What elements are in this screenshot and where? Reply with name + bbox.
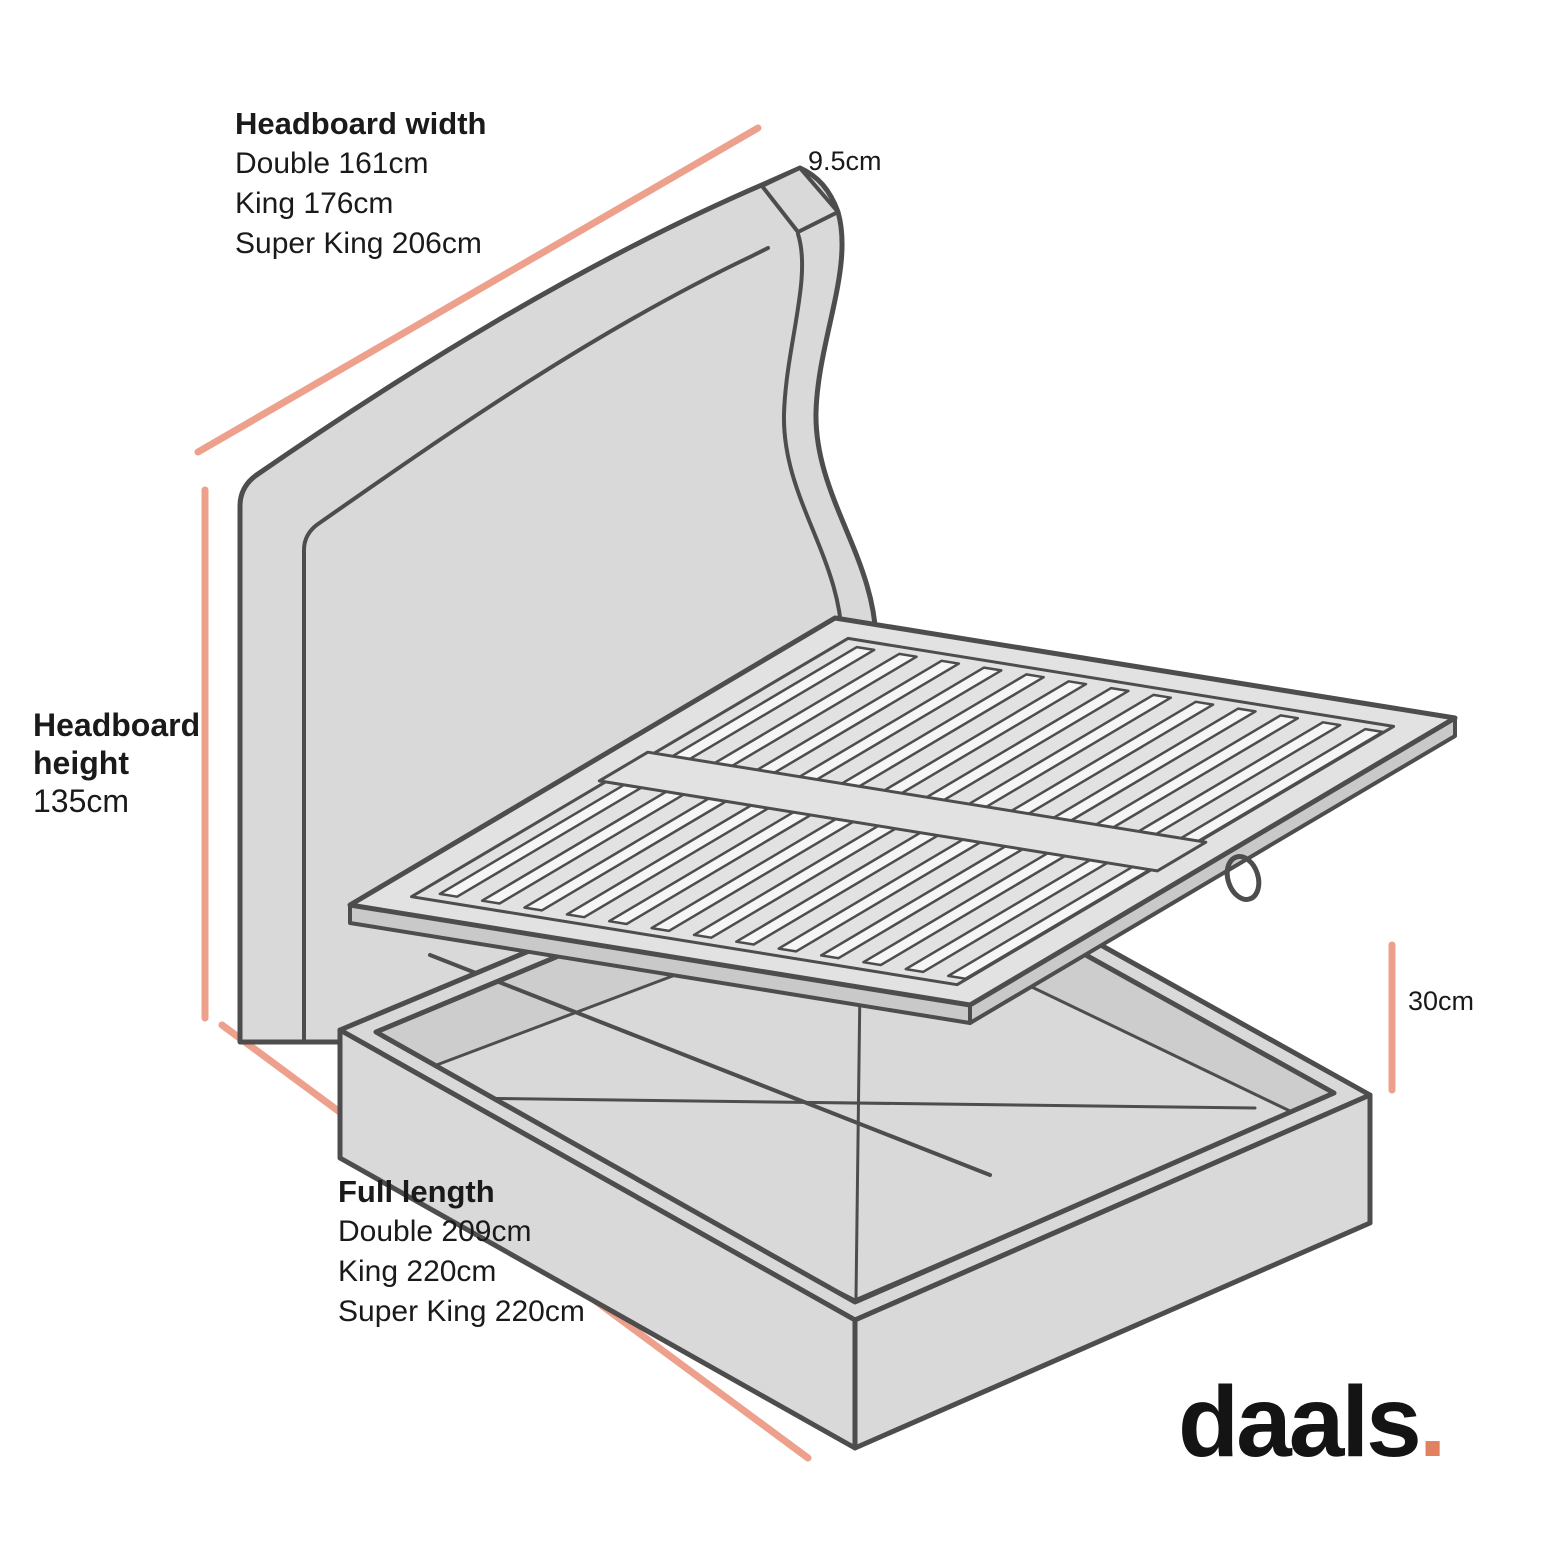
headboard-thickness-label: 9.5cm bbox=[808, 146, 882, 176]
slatted-base-lid bbox=[347, 615, 1458, 1025]
headboard-height-value: 135cm bbox=[33, 783, 130, 819]
headboard-width-super-king: Super King 206cm bbox=[235, 227, 482, 260]
brand-logo-dot: . bbox=[1418, 1366, 1447, 1478]
storage-box-right-face bbox=[852, 1092, 1373, 1451]
full-length-title: Full length bbox=[338, 1174, 495, 1209]
full-length-super-king: Super King 220cm bbox=[338, 1295, 585, 1328]
lid-center-rail bbox=[597, 750, 1208, 873]
brand-logo: daals. bbox=[1178, 1372, 1446, 1472]
storage-box-cross-brace bbox=[453, 1096, 1257, 1110]
full-length-double: Double 209cm bbox=[338, 1215, 532, 1248]
headboard-height-annotation: Headboard height 135cm bbox=[33, 706, 243, 820]
headboard-width-title: Headboard width bbox=[235, 106, 487, 141]
headboard-inner-seam bbox=[302, 246, 770, 1044]
headboard-width-king: King 176cm bbox=[235, 187, 394, 220]
headboard-height-title: Headboard height bbox=[33, 707, 201, 781]
pull-handle-loop bbox=[1224, 854, 1262, 902]
lid-frame-inner-line bbox=[410, 636, 1396, 987]
lift-mechanism-arm bbox=[428, 953, 992, 1177]
full-length-king: King 220cm bbox=[338, 1255, 497, 1288]
base-height-label: 30cm bbox=[1408, 986, 1475, 1016]
headboard-width-annotation: Headboard width Double 161cm King 176cm … bbox=[235, 104, 486, 264]
headboard-width-double: Double 161cm bbox=[235, 147, 429, 180]
dimension-line-headboard-width bbox=[194, 124, 762, 456]
full-length-annotation: Full length Double 209cm King 220cm Supe… bbox=[338, 1172, 585, 1332]
brand-logo-text: daals bbox=[1178, 1366, 1422, 1478]
headboard-top-cap bbox=[760, 166, 840, 234]
